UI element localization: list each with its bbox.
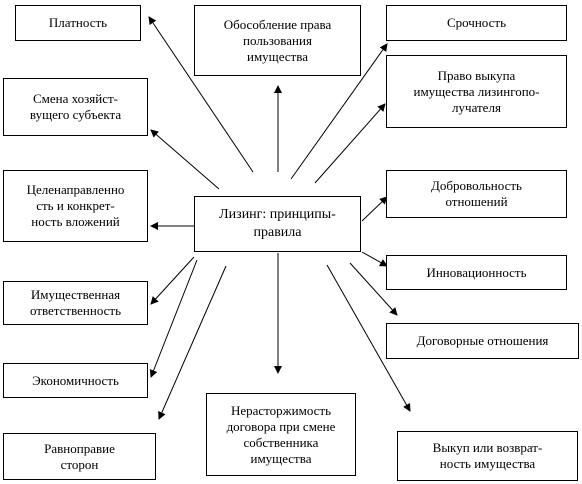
node-platnost: Платность xyxy=(15,5,141,41)
arrow-to-innovacionnost xyxy=(361,251,388,267)
node-nerastorzhimost: Нерасторжимость договора при смене собст… xyxy=(206,393,356,476)
node-imushchestvennaya: Имущественная ответственность xyxy=(3,281,148,325)
node-ekonomichnost: Экономичность xyxy=(3,363,148,398)
arrow-to-pravo-vykupa xyxy=(314,103,386,184)
node-ravnopravie: Равноправие сторон xyxy=(3,433,156,480)
arrow-to-smena xyxy=(150,129,220,190)
arrow-to-ravnopravie xyxy=(158,265,227,420)
arrow-to-dobrovolnost xyxy=(361,196,388,222)
node-celenapravlennost: Целенаправленно сть и конкрет- ность вло… xyxy=(3,170,148,242)
arrow-to-dogovornye xyxy=(349,262,398,316)
node-center-leasing: Лизинг: принципы- правила xyxy=(194,196,361,252)
node-dobrovolnost: Добровольность отношений xyxy=(386,170,567,218)
node-srochnost: Срочность xyxy=(386,5,567,41)
arrow-to-imushchestvennaya xyxy=(150,256,195,305)
arrow-to-vykup xyxy=(326,264,411,412)
arrow-to-ekonomichnost xyxy=(149,259,198,378)
arrow-to-srochnost xyxy=(290,43,388,180)
node-obosoblenie: Обособление права пользования имущества xyxy=(194,5,361,76)
arrow-to-platnost xyxy=(148,16,254,173)
node-vykup: Выкуп или возврат- ность имущества xyxy=(397,431,578,481)
node-dogovornye: Договорные отношения xyxy=(386,323,579,359)
node-smena: Смена хозяйст- вущего субъекта xyxy=(3,78,148,136)
node-pravo-vykupa: Право выкупа имущества лизингопо- лучате… xyxy=(386,55,567,128)
node-innovacionnost: Инновационность xyxy=(386,255,567,290)
